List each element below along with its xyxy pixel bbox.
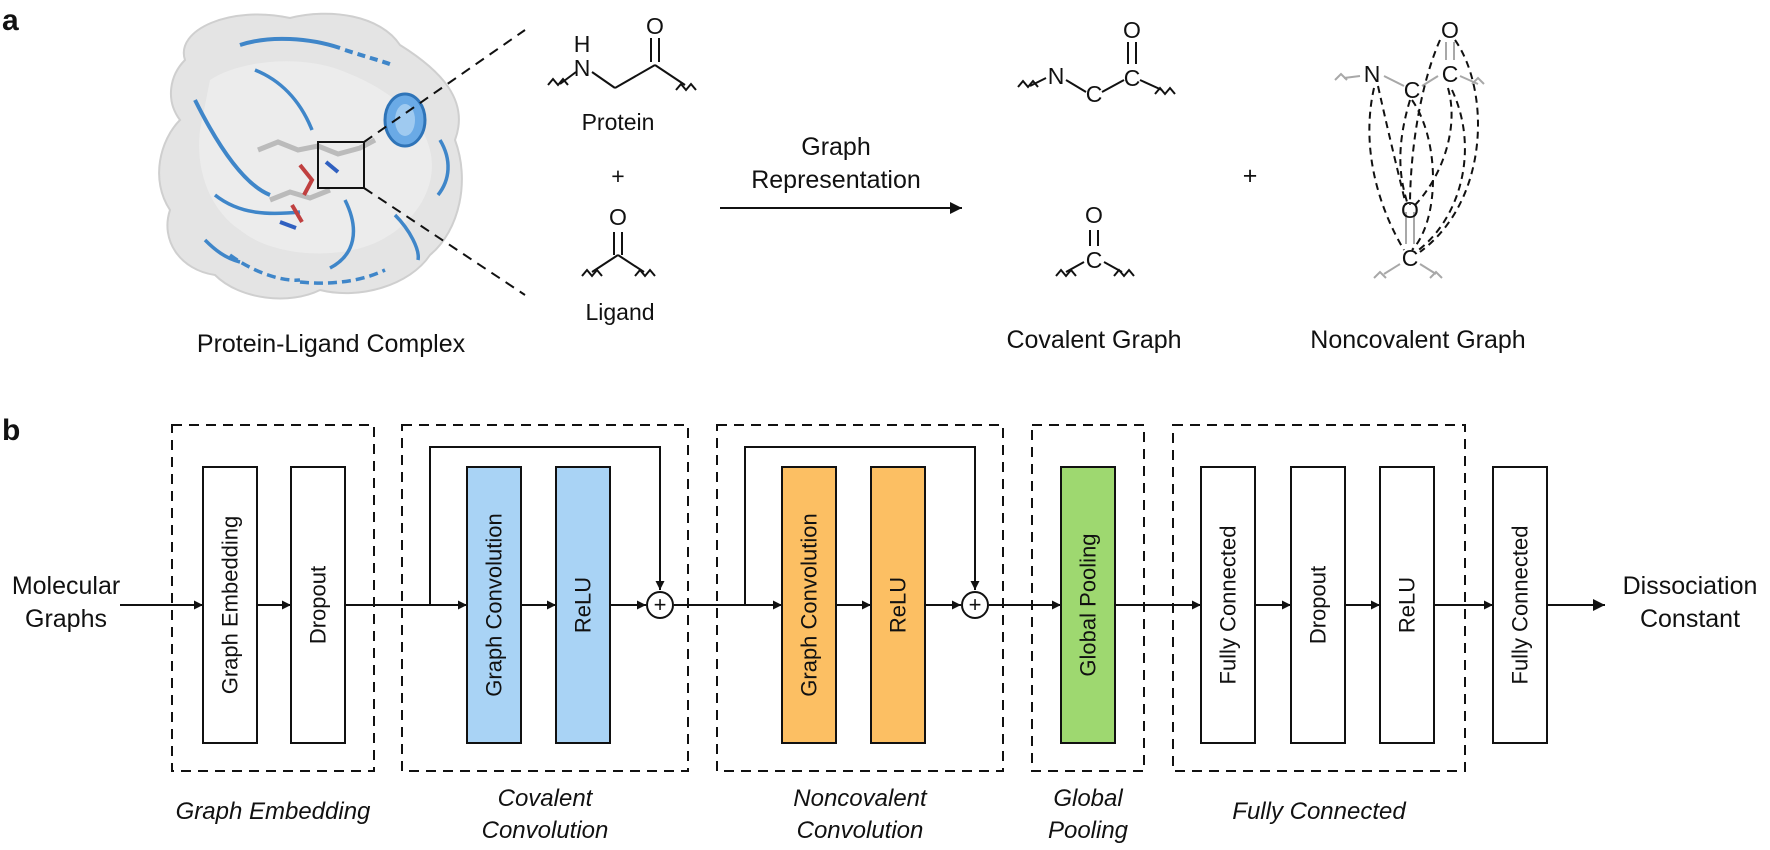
- block-global-pooling: Global Pooling: [1060, 466, 1116, 744]
- block-rect: [1200, 466, 1256, 744]
- block-rect: [1060, 466, 1116, 744]
- svg-text:C: C: [1086, 247, 1103, 273]
- input-label-line1: Molecular: [12, 572, 120, 600]
- block-label: Global Pooling: [1076, 533, 1101, 676]
- arrow-label-line2: Representation: [751, 166, 921, 194]
- noncovalent-graph: N C C O O C: [1334, 17, 1485, 279]
- group-label-global-line1: Global: [1053, 785, 1123, 812]
- covalent-graph-ligand: O C: [1055, 202, 1135, 278]
- block-label: Fully Connected: [1508, 526, 1533, 685]
- network-blocks: Graph Embedding Dropout Graph Convolution R…: [202, 466, 1548, 744]
- block-relu: ReLU: [555, 466, 611, 744]
- noncovalent-graph-label: Noncovalent Graph: [1310, 326, 1525, 354]
- svg-text:+: +: [969, 592, 982, 617]
- block-rect: [781, 466, 837, 744]
- svg-text:O: O: [1123, 17, 1141, 43]
- svg-text:+: +: [654, 592, 667, 617]
- block-label: Graph Convolution: [797, 513, 822, 696]
- covalent-graph-label: Covalent Graph: [1006, 326, 1181, 354]
- block-label: Graph Embedding: [218, 516, 243, 695]
- svg-text:C: C: [1442, 61, 1459, 87]
- block-label: ReLU: [886, 577, 911, 633]
- input-label-line2: Graphs: [25, 605, 107, 633]
- block-label: Fully Connected: [1216, 526, 1241, 685]
- group-label-covalent-line2: Convolution: [482, 817, 609, 844]
- block-rect: [870, 466, 926, 744]
- protein-ligand-complex-image: [158, 12, 463, 300]
- ligand-fragment-structure: O: [581, 204, 656, 278]
- protein-fragment-structure: N H O: [547, 13, 697, 92]
- svg-text:N: N: [574, 55, 591, 81]
- group-label-fully-connected: Fully Connected: [1232, 798, 1406, 825]
- ligand-label: Ligand: [585, 299, 654, 325]
- svg-text:C: C: [1124, 65, 1141, 91]
- group-label-noncovalent-line1: Noncovalent: [793, 785, 928, 812]
- svg-text:N: N: [1364, 61, 1381, 87]
- plus-sign-a1: +: [611, 163, 624, 189]
- covalent-graph-protein: N C C O: [1017, 17, 1176, 107]
- block-relu: ReLU: [870, 466, 926, 744]
- block-rect: [1379, 466, 1435, 744]
- skip-connection-covalent: [429, 446, 665, 605]
- group-box-global-pooling: [1031, 424, 1145, 772]
- protein-label: Protein: [582, 109, 655, 135]
- block-fully-connected: Fully Connected: [1200, 466, 1256, 744]
- block-graph-embedding: Graph Embedding: [202, 466, 258, 744]
- block-rect: [555, 466, 611, 744]
- svg-text:O: O: [1085, 202, 1103, 228]
- block-label: Graph Convolution: [482, 513, 507, 696]
- block-rect: [290, 466, 346, 744]
- block-label: Dropout: [306, 566, 331, 644]
- block-dropout: Dropout: [290, 466, 346, 744]
- panel-a-letter: a: [2, 4, 19, 37]
- group-label-covalent-line1: Covalent: [498, 785, 594, 812]
- svg-text:C: C: [1402, 245, 1419, 271]
- complex-label: Protein-Ligand Complex: [197, 330, 466, 358]
- block-label: ReLU: [1395, 577, 1420, 633]
- block-label: ReLU: [571, 577, 596, 633]
- panel-b-letter: b: [2, 414, 20, 447]
- svg-text:H: H: [574, 31, 591, 57]
- zoom-line-bottom: [363, 187, 526, 296]
- svg-text:O: O: [1441, 17, 1459, 43]
- block-relu: ReLU: [1379, 466, 1435, 744]
- block-graph-convolution: Graph Convolution: [781, 466, 837, 744]
- group-label-global-line2: Pooling: [1048, 817, 1129, 844]
- block-dropout: Dropout: [1290, 466, 1346, 744]
- group-box-graph-embedding: [171, 424, 375, 772]
- block-rect: [466, 466, 522, 744]
- block-rect: [202, 466, 258, 744]
- output-label-line2: Constant: [1640, 605, 1740, 633]
- svg-text:O: O: [609, 204, 627, 230]
- block-fully-connected: Fully Connected: [1492, 466, 1548, 744]
- svg-text:O: O: [1401, 197, 1419, 223]
- sum-node-covalent: +: [646, 591, 674, 619]
- group-box-fully-connected: [1172, 424, 1466, 772]
- svg-text:C: C: [1086, 81, 1103, 107]
- block-graph-convolution: Graph Convolution: [466, 466, 522, 744]
- skip-connection-noncovalent: [744, 446, 980, 605]
- arrow-label-line1: Graph: [801, 133, 870, 161]
- svg-text:N: N: [1048, 63, 1065, 89]
- block-label: Dropout: [1306, 566, 1331, 644]
- block-rect: [1492, 466, 1548, 744]
- svg-text:O: O: [646, 13, 664, 39]
- group-box-covalent-convolution: [401, 424, 689, 772]
- plus-sign-a2: +: [1243, 162, 1258, 190]
- group-box-noncovalent-convolution: [716, 424, 1004, 772]
- group-label-noncovalent-line2: Convolution: [797, 817, 924, 844]
- group-label-graph-embedding: Graph Embedding: [176, 798, 371, 825]
- block-rect: [1290, 466, 1346, 744]
- svg-text:C: C: [1404, 77, 1421, 103]
- output-label-line1: Dissociation: [1623, 572, 1758, 600]
- sum-node-noncovalent: +: [961, 591, 989, 619]
